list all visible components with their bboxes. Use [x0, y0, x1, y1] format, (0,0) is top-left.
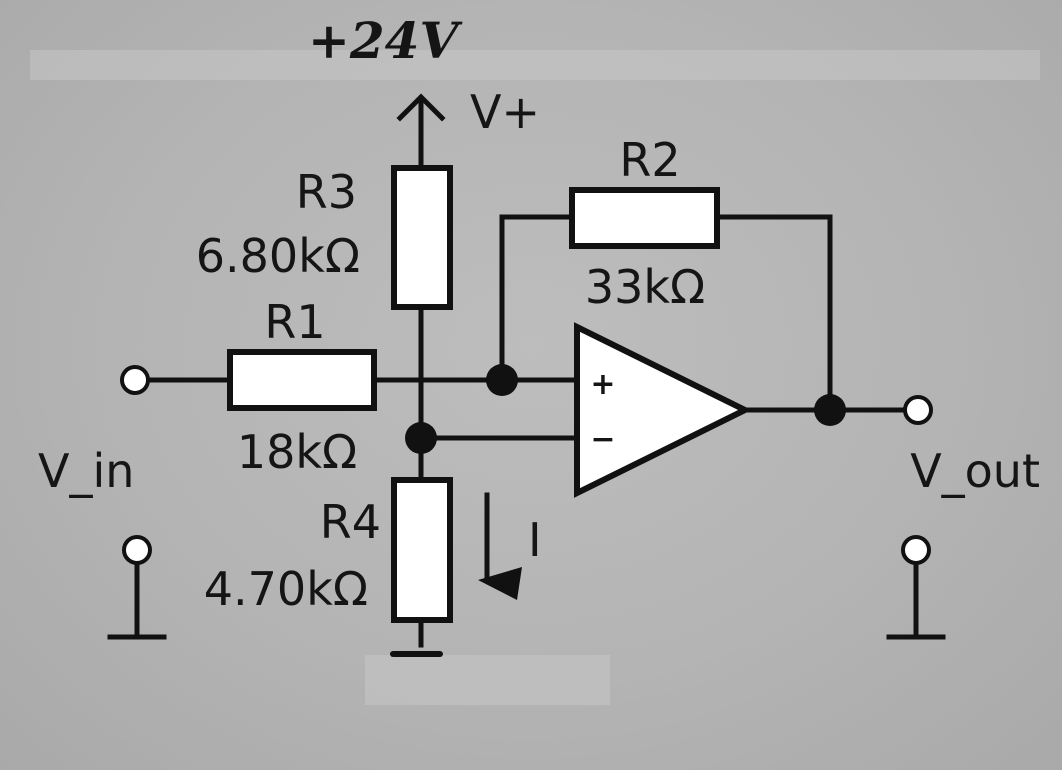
r4-name: R4: [320, 495, 381, 549]
output-port-label: V_out: [910, 444, 1040, 498]
resistor-r4: [391, 477, 453, 623]
redaction-band-top: [30, 50, 1040, 80]
opamp-triangle: [574, 322, 752, 498]
junction-plus: [486, 364, 518, 396]
input-terminal: [120, 365, 150, 395]
input-ground-terminal: [122, 535, 152, 565]
r1-name: R1: [264, 295, 325, 349]
r1-value: 18kΩ: [237, 425, 357, 479]
current-label: I: [528, 513, 542, 567]
current-arrow-head: [478, 567, 522, 600]
junction-node: [405, 422, 437, 454]
output-terminal: [903, 395, 933, 425]
supply-voltage-note: +24V: [308, 11, 463, 70]
resistor-r3: [391, 165, 453, 310]
r3-value: 6.80kΩ: [196, 229, 360, 283]
junction-output: [814, 394, 846, 426]
opamp-minus-sign: −: [590, 422, 615, 457]
r4-value: 4.70kΩ: [204, 562, 368, 616]
redaction-band-bottom: [365, 655, 610, 705]
opamp-plus-sign: +: [590, 367, 615, 402]
wire-feedback-right: [714, 214, 833, 413]
wires: [107, 93, 946, 657]
supply-rail-label: V+: [470, 85, 540, 139]
input-port-label: V_in: [38, 444, 134, 498]
r2-value: 33kΩ: [585, 260, 705, 314]
resistor-r1: [227, 349, 377, 411]
r2-name: R2: [619, 133, 680, 187]
resistor-r2: [569, 187, 720, 249]
r3-name: R3: [296, 165, 357, 219]
output-ground-terminal: [901, 535, 931, 565]
wire-feedback-left: [499, 214, 575, 383]
